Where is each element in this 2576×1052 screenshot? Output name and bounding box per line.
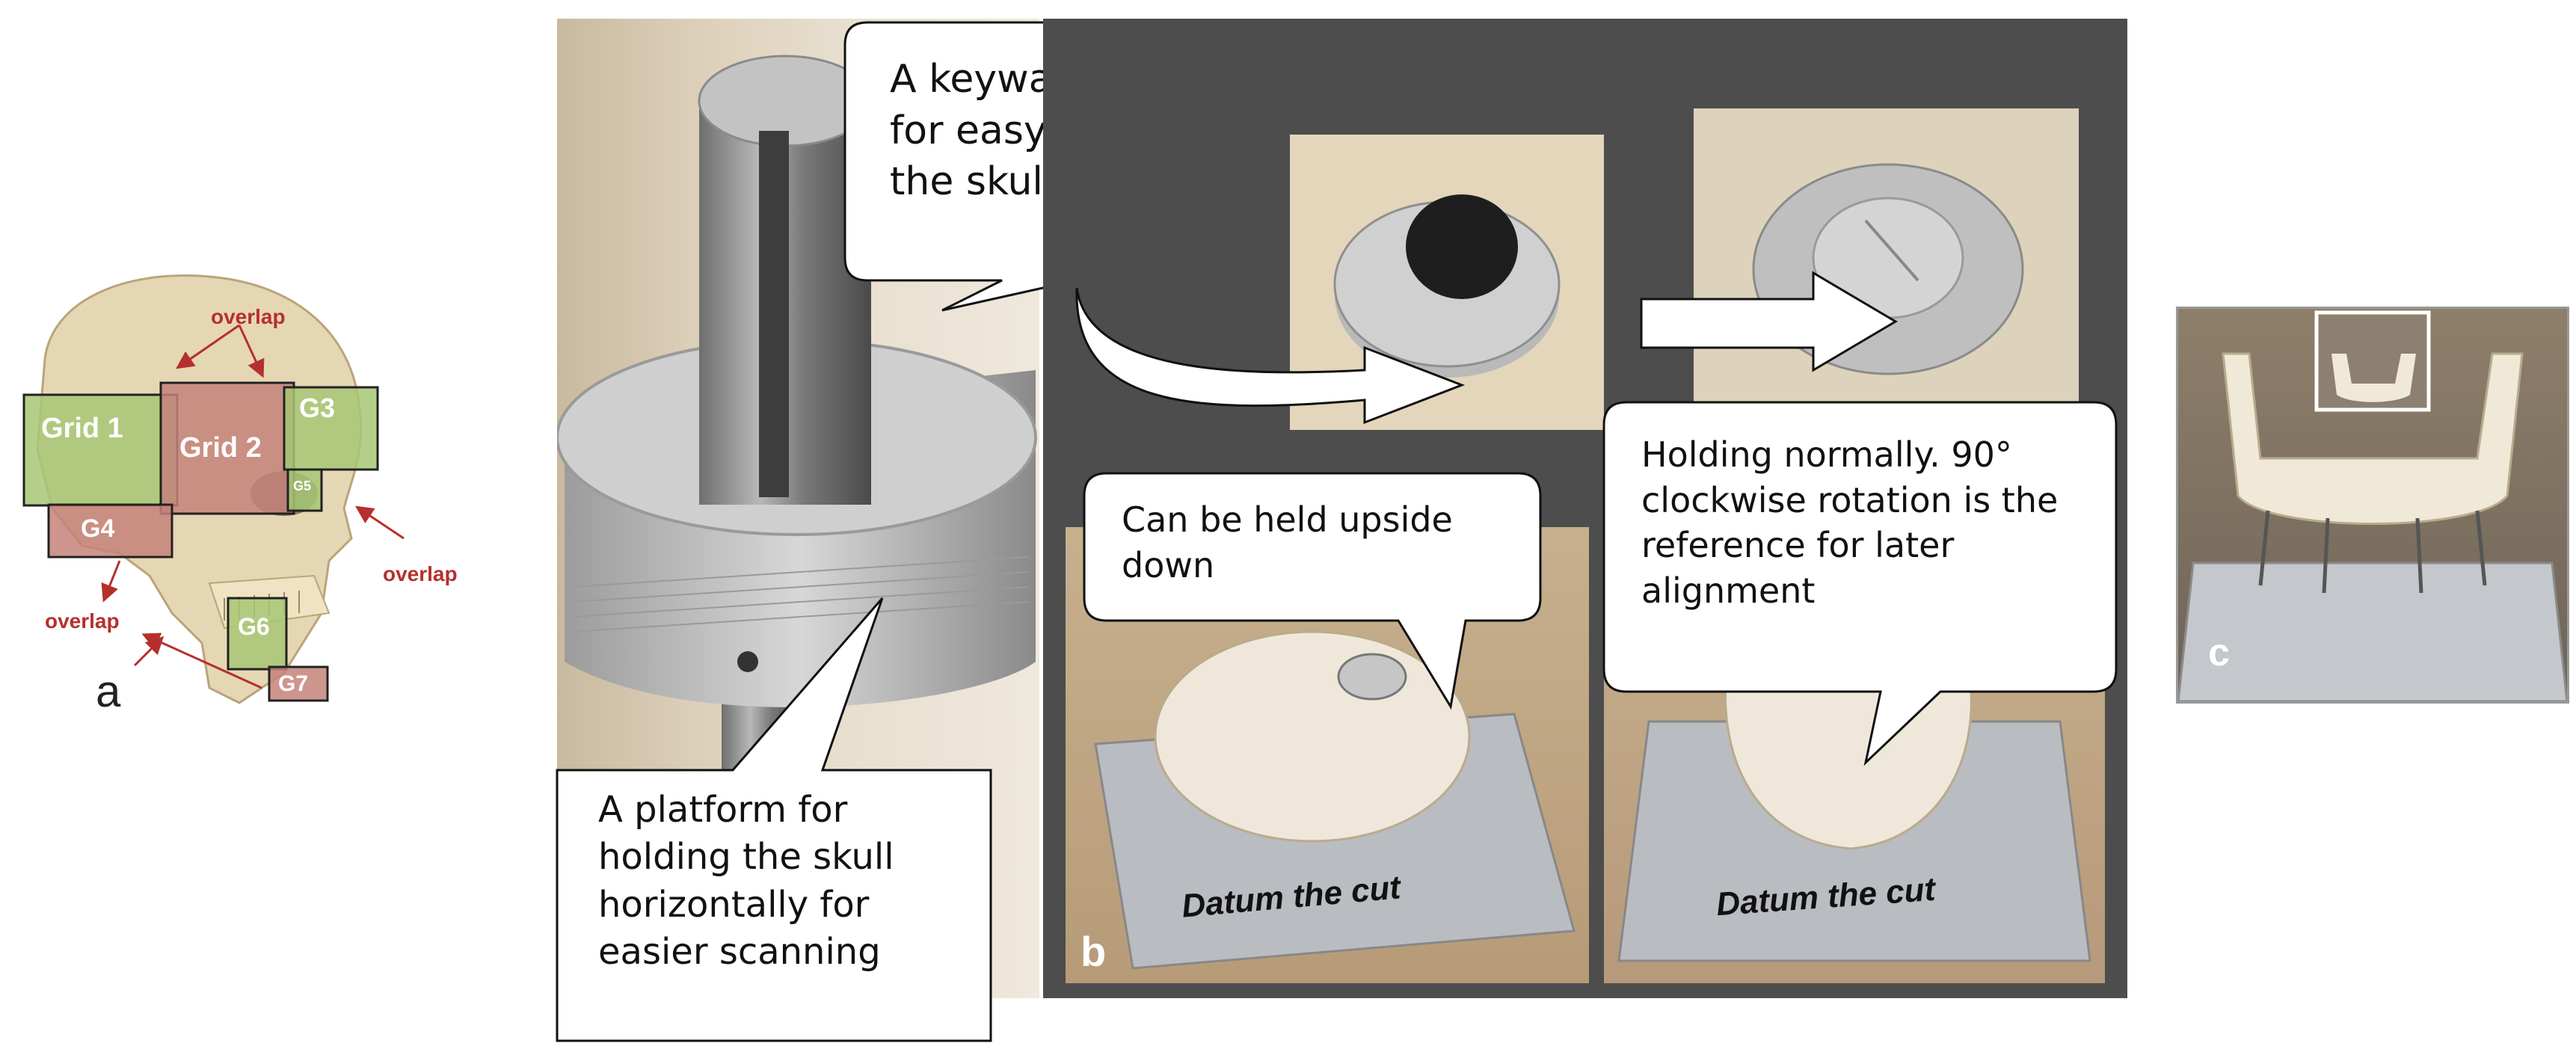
keyway-closeup-photo [1290,135,1604,430]
panel-b-label: b [1080,928,1107,975]
grid-1-box [22,393,179,507]
overlap-label-left: overlap [45,609,120,633]
grid-5-label: G5 [293,479,312,493]
grid-5-box [286,468,323,512]
grid-6-box [227,597,288,671]
grid-2-label: Grid 2 [179,432,262,464]
curved-arrow-icon [1075,287,1466,425]
grid-4-box [47,503,173,559]
grid-1-label: Grid 1 [41,413,123,444]
grid-3-box [283,386,379,471]
overlap-label-top: overlap [211,305,286,328]
panel-c-photo: c [2176,307,2569,704]
panel-a: Grid 1 Grid 2 G3 G4 G5 G6 G7 overlap ove… [0,224,523,748]
normal-holding-callout-text: Holding normally. 90° clockwise rotation… [1641,434,2059,612]
platform-callout: A platform for holding the skull horizon… [553,568,1002,1047]
keyway-slot [759,131,789,497]
panel-a-label: a [96,666,121,716]
grid-7-box [268,665,329,702]
keyed-in-closeup-photo [1694,108,2079,430]
panel-c-label: c [2208,631,2230,674]
grid-7-label: G7 [278,671,309,696]
right-arrow-icon [1640,271,1898,372]
mandible-shape [2222,352,2524,525]
overlap-label-right: overlap [383,562,458,585]
skull-grid-diagram [22,274,405,704]
upside-down-callout-text: Can be held upside down [1122,499,1453,585]
upside-down-callout: Can be held upside down [1077,467,1555,722]
grid-6-label: G6 [238,613,270,640]
grid-3-label: G3 [299,393,336,423]
grid-4-label: G4 [81,514,115,543]
normal-holding-callout: Holding normally. 90° clockwise rotation… [1596,396,2127,770]
platform-callout-text: A platform for holding the skull horizon… [598,789,894,973]
